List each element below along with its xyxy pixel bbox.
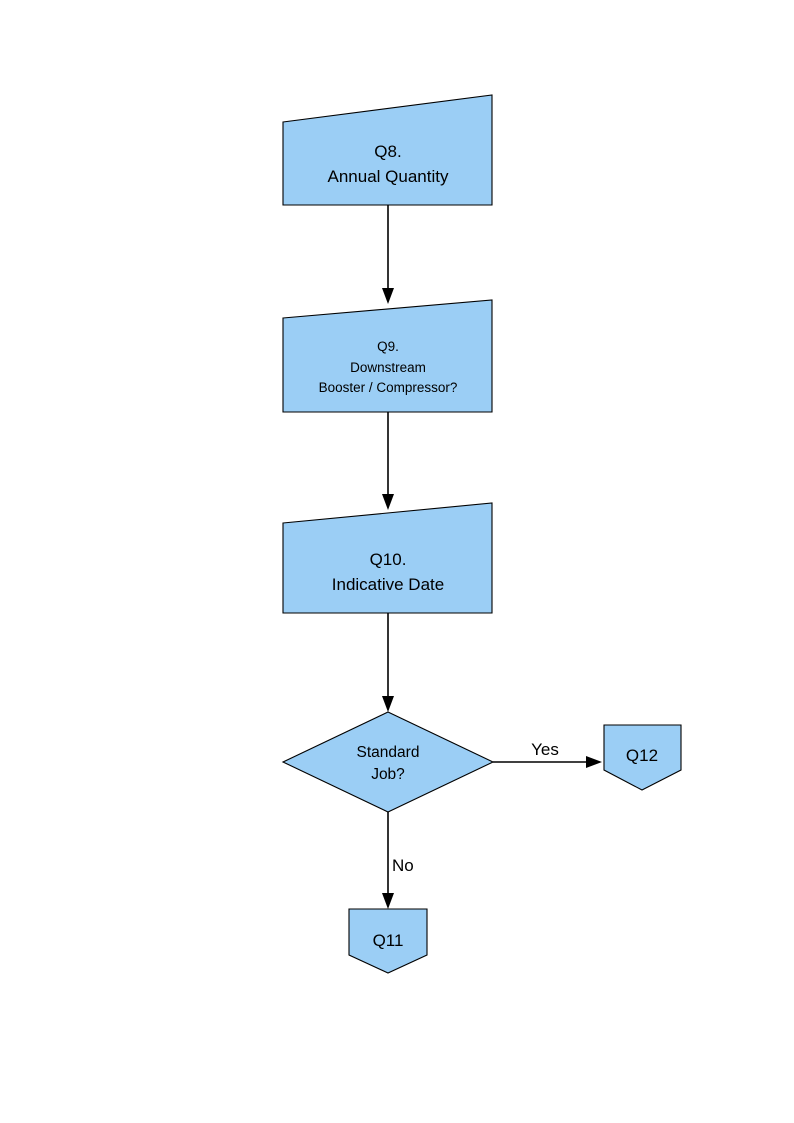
q10-shape[interactable] xyxy=(282,502,493,614)
q11-label: Q11 xyxy=(373,931,404,950)
q9-label-line2: Downstream xyxy=(350,360,426,375)
q12-shape[interactable] xyxy=(603,724,682,791)
edge-label-yes: Yes xyxy=(531,740,559,759)
q8-label-line1: Q8. xyxy=(374,142,401,161)
node-q10[interactable]: Q10. Indicative Date xyxy=(282,502,493,614)
decision-shape[interactable] xyxy=(281,711,495,813)
q9-label-line1: Q9. xyxy=(377,339,399,354)
node-q9[interactable]: Q9. Downstream Booster / Compressor? xyxy=(282,299,493,413)
q8-label-line2: Annual Quantity xyxy=(328,167,449,186)
edge-q10-to-decision xyxy=(382,613,394,712)
edge-q9-to-q10 xyxy=(382,412,394,510)
decision-label-line2: Job? xyxy=(371,766,405,783)
node-q11[interactable]: Q11 xyxy=(348,908,428,974)
edge-label-no: No xyxy=(392,856,414,875)
node-q12[interactable]: Q12 xyxy=(603,724,682,791)
q10-label-line1: Q10. xyxy=(370,550,407,569)
q12-label: Q12 xyxy=(626,746,658,765)
q9-label-line3: Booster / Compressor? xyxy=(319,380,458,395)
node-q8[interactable]: Q8. Annual Quantity xyxy=(282,94,493,206)
edge-q10-decision-arrowhead xyxy=(382,696,394,712)
edge-decision-to-q12: Yes xyxy=(493,740,602,768)
q8-shape[interactable] xyxy=(282,94,493,206)
edge-no-arrowhead xyxy=(382,893,394,909)
edge-q8-to-q9 xyxy=(382,205,394,304)
edge-yes-arrowhead xyxy=(586,756,602,768)
decision-label-line1: Standard xyxy=(357,744,420,761)
q9-shape[interactable] xyxy=(282,299,493,413)
node-decision-standard-job[interactable]: Standard Job? xyxy=(281,711,495,813)
edge-q9-q10-arrowhead xyxy=(382,494,394,510)
q11-shape[interactable] xyxy=(348,908,428,974)
edge-q8-q9-arrowhead xyxy=(382,288,394,304)
q10-label-line2: Indicative Date xyxy=(332,575,444,594)
edge-decision-to-q11: No xyxy=(382,812,414,909)
